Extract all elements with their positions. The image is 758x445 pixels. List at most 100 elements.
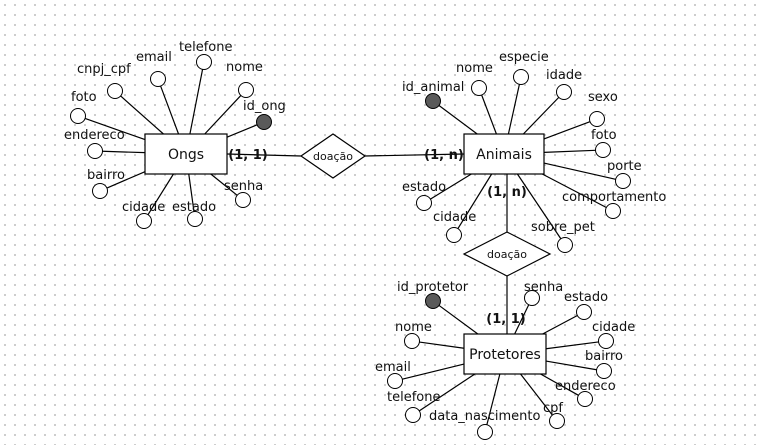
connector-line [204, 95, 242, 135]
attribute-label-protetores: id_protetor [397, 280, 469, 295]
attribute-label-animais: nome [456, 61, 493, 76]
connector-line [543, 162, 616, 180]
connector-line [545, 341, 599, 350]
attribute-marker [549, 413, 565, 429]
cardinality-label: (1, n) [424, 148, 464, 163]
attribute-label-ongs: endereco [64, 128, 125, 143]
relationship-label: doação [487, 248, 527, 261]
attribute-marker [577, 391, 593, 407]
attribute-label-animais: id_animal [402, 80, 464, 95]
connector-line [364, 153, 465, 157]
attribute-label-ongs: id_ong [243, 99, 286, 114]
relationship-diamond [299, 133, 367, 179]
connector-line [438, 105, 478, 135]
attribute-marker [605, 203, 621, 219]
attribute-label-animais: sexo [588, 90, 618, 105]
attribute-label-ongs: telefone [179, 40, 232, 55]
attribute-label-ongs: email [136, 50, 172, 65]
attribute-label-protetores: cidade [592, 320, 635, 335]
connector-line [438, 304, 479, 335]
attribute-marker [471, 80, 487, 96]
entity-box-animais [463, 133, 545, 175]
attribute-marker [405, 407, 421, 423]
attribute-label-ongs: estado [172, 200, 216, 215]
connector-line [419, 341, 465, 349]
connector-line [522, 96, 560, 135]
attribute-marker [416, 195, 432, 211]
attribute-marker [136, 213, 152, 229]
attribute-marker [595, 142, 611, 158]
entity-box-protetores [463, 333, 547, 375]
attribute-label-animais: sobre_pet [531, 220, 595, 235]
attribute-marker [87, 143, 103, 159]
diagram-shapes: cnpj_cpfemailtelefonenomeid_ongfotoender… [64, 40, 666, 440]
attribute-label-protetores: endereco [555, 379, 616, 394]
connector-line [520, 373, 553, 416]
connector-line [147, 173, 174, 215]
connector-line [543, 149, 596, 153]
attribute-marker [196, 54, 212, 70]
attribute-label-protetores: data_nascimento [429, 409, 541, 424]
entity-box-ongs [144, 133, 228, 175]
cardinality-label: (1, n) [487, 185, 527, 200]
attribute-marker [387, 373, 403, 389]
attribute-label-animais: especie [499, 50, 549, 65]
attribute-marker [598, 333, 614, 349]
connector-line [106, 171, 146, 189]
connector-line [507, 84, 520, 135]
attribute-marker [556, 84, 572, 100]
connector-line [457, 173, 493, 229]
attribute-marker [557, 237, 573, 253]
attribute-label-protetores: telefone [387, 390, 440, 405]
attribute-marker [187, 211, 203, 227]
connector-line [542, 314, 578, 335]
connector-line [481, 94, 497, 135]
attribute-marker [446, 227, 462, 243]
attribute-label-animais: porte [607, 159, 642, 174]
attribute-marker [615, 173, 631, 189]
connector-lines [84, 69, 616, 425]
connector-line [514, 304, 530, 335]
attribute-marker [524, 290, 540, 306]
connector-line [102, 150, 146, 154]
connector-line [189, 69, 204, 135]
key-attribute-marker [425, 93, 441, 109]
connector-line [418, 373, 476, 412]
attribute-label-protetores: senha [524, 280, 563, 295]
connector-line [516, 173, 562, 240]
connector-line [226, 124, 258, 138]
connector-line [120, 95, 164, 135]
attribute-label-animais: comportamento [562, 190, 666, 205]
attribute-marker [70, 108, 86, 124]
connector-line [84, 117, 146, 141]
entity-label-protetores: Protetores [469, 347, 541, 363]
entity-label-ongs: Ongs [168, 147, 204, 163]
attribute-marker [150, 71, 166, 87]
attribute-label-protetores: nome [395, 320, 432, 335]
attribute-label-ongs: cnpj_cpf [77, 62, 131, 77]
attribute-marker [238, 82, 254, 98]
attribute-marker [477, 424, 493, 440]
attribute-label-protetores: email [375, 360, 411, 375]
attribute-marker [404, 333, 420, 349]
relationship-label: doação [313, 150, 353, 163]
connector-line [226, 153, 302, 157]
connector-line [543, 121, 591, 140]
attribute-marker [235, 192, 251, 208]
attribute-label-animais: foto [591, 128, 617, 143]
attribute-label-ongs: cidade [122, 200, 165, 215]
attribute-label-ongs: foto [71, 90, 97, 105]
attribute-marker [107, 83, 123, 99]
key-attribute-marker [425, 293, 441, 309]
connector-line [160, 85, 180, 135]
cardinality-label: (1, 1) [228, 148, 267, 163]
attribute-label-ongs: senha [224, 179, 263, 194]
attribute-label-ongs: nome [226, 60, 263, 75]
connector-line [430, 173, 472, 200]
relationship-diamond [462, 231, 552, 277]
attribute-label-animais: cidade [433, 210, 476, 225]
cardinality-label: (1, 1) [486, 312, 525, 327]
connector-line [545, 360, 597, 371]
connector-line [402, 363, 465, 380]
